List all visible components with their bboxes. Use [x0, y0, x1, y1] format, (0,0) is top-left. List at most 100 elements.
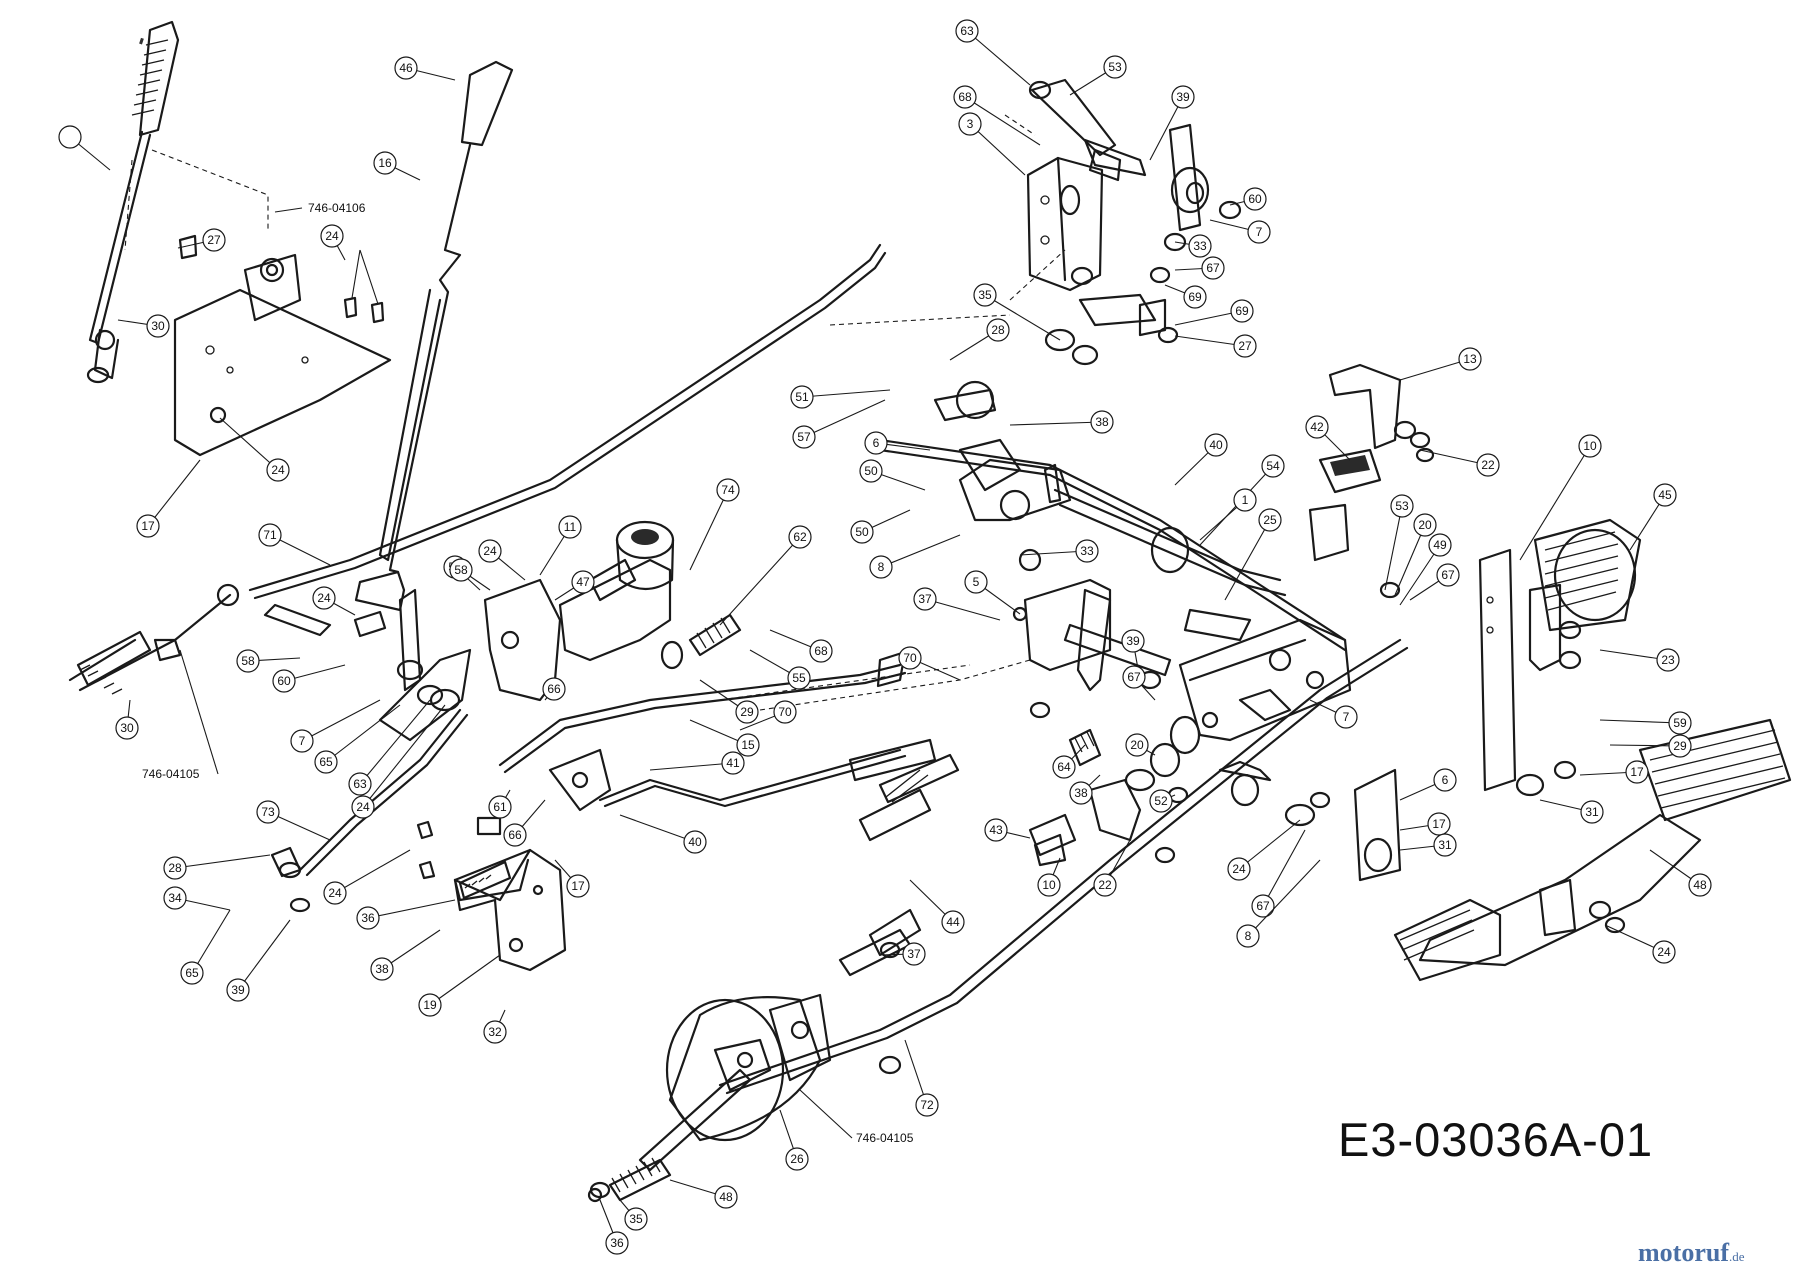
callout-bubble	[1103, 55, 1127, 79]
callout-bubble	[913, 587, 937, 611]
callout-22: 22	[1093, 839, 1131, 897]
callout-number: 41	[726, 756, 740, 770]
callout-leader-line	[1599, 719, 1681, 724]
callout-number: 59	[1673, 716, 1687, 730]
callout-bubble	[449, 558, 473, 582]
callout-number: 17	[1432, 817, 1446, 831]
callout-bubble	[1183, 285, 1207, 309]
callout-number: 51	[795, 390, 809, 404]
callout-bubble	[1668, 734, 1692, 758]
watermark-tld: .de	[1728, 1249, 1745, 1264]
callout-number: 47	[576, 575, 590, 589]
callout-24: 24	[320, 224, 346, 261]
callout-37: 37	[913, 587, 1001, 621]
callout-number: 11	[564, 520, 577, 534]
callout-number: 29	[740, 705, 754, 719]
callout-bubble	[964, 570, 988, 594]
callout-bubble	[1233, 488, 1257, 512]
watermark-logo: motoruf.de	[1638, 1238, 1745, 1268]
callout-leader-line	[1609, 744, 1681, 747]
callout-17: 17	[1399, 812, 1451, 836]
callout-bubble	[163, 886, 187, 910]
callout-8: 8	[869, 534, 961, 579]
callout-62: 62	[719, 525, 812, 626]
callout-bubble	[236, 649, 260, 673]
callout-number: 38	[1095, 415, 1109, 429]
callout-67: 67	[1409, 563, 1460, 601]
callout-59: 59	[1599, 711, 1692, 735]
callout-bubble	[483, 1020, 507, 1044]
callout-bubble	[1476, 453, 1500, 477]
watermark-name: motoruf	[1638, 1238, 1729, 1267]
callout-53: 53	[1069, 55, 1127, 96]
callout-64: 64	[1052, 744, 1086, 779]
callout-leader-line	[1519, 445, 1591, 561]
callout-leader-line	[969, 123, 1026, 176]
callout-29: 29	[699, 679, 759, 724]
callout-16: 16	[373, 151, 421, 181]
callout-bubble	[163, 856, 187, 880]
callout-number: 62	[793, 530, 807, 544]
pedal-45-assembly	[1478, 518, 1642, 792]
callout-bubble	[1069, 781, 1093, 805]
callout-bubble	[1427, 812, 1451, 836]
callout-52: 52	[1149, 789, 1176, 813]
callout-number: 31	[1585, 805, 1599, 819]
part-number-c: 746-04105	[856, 1131, 914, 1145]
callout-bubble	[272, 669, 296, 693]
callout-leader-line	[801, 389, 891, 398]
callout-number: 63	[353, 777, 367, 791]
callout-27: 27	[1174, 334, 1257, 358]
callout-bubble	[1433, 768, 1457, 792]
callout-number: 38	[375, 962, 389, 976]
callout-33: 33	[1019, 539, 1099, 563]
callout-bubble	[1668, 711, 1692, 735]
callout-number: 69	[1235, 304, 1249, 318]
callout-20: 20	[1125, 733, 1156, 757]
callout-number: 66	[547, 682, 561, 696]
callout-bubble	[850, 520, 874, 544]
callout-67: 67	[1122, 665, 1156, 701]
callout-20: 20	[1394, 513, 1437, 596]
callout-51: 51	[790, 385, 891, 409]
callout-bubble	[418, 993, 442, 1017]
callout-40: 40	[619, 814, 707, 854]
callout-55: 55	[749, 649, 811, 690]
callout-bubble	[351, 795, 375, 819]
callout-leader-line	[191, 909, 231, 974]
callout-leader-line	[803, 399, 886, 438]
callout-70: 70	[739, 700, 797, 731]
callout-number: 38	[1074, 786, 1088, 800]
rod-72-assembly	[587, 638, 1409, 1203]
callout-leader-line	[1399, 358, 1471, 381]
callout-number: 63	[960, 24, 974, 38]
callout-41: 41	[649, 751, 745, 775]
callout-bubble	[256, 800, 280, 824]
callout-leader-line	[1174, 335, 1246, 347]
callout-bubble	[1688, 873, 1712, 897]
callout-number: 71	[263, 528, 277, 542]
callout-26: 26	[779, 1109, 809, 1171]
callout-bubble	[136, 514, 160, 538]
callout-bubble	[180, 961, 204, 985]
callout-leader-line	[1238, 819, 1301, 870]
callout-number: 33	[1193, 239, 1207, 253]
callout-bubble	[1230, 299, 1254, 323]
callout-leader-line	[301, 699, 381, 742]
callout-number: 70	[903, 651, 917, 665]
callout-44: 44	[909, 879, 965, 934]
callout-bubble	[792, 425, 816, 449]
callout-63: 63	[348, 699, 431, 796]
callout-bubble	[1578, 434, 1602, 458]
callout-number: 72	[920, 1098, 934, 1112]
callout-number: 74	[721, 483, 735, 497]
callout-number: 17	[141, 519, 155, 533]
callout-number: 70	[778, 705, 792, 719]
callout-48: 48	[669, 1179, 738, 1209]
callout-24: 24	[478, 539, 526, 581]
callout-24: 24	[351, 704, 446, 819]
callout-leader-line	[147, 459, 201, 527]
callout-number: 26	[790, 1152, 804, 1166]
callout-bubble	[1236, 924, 1260, 948]
